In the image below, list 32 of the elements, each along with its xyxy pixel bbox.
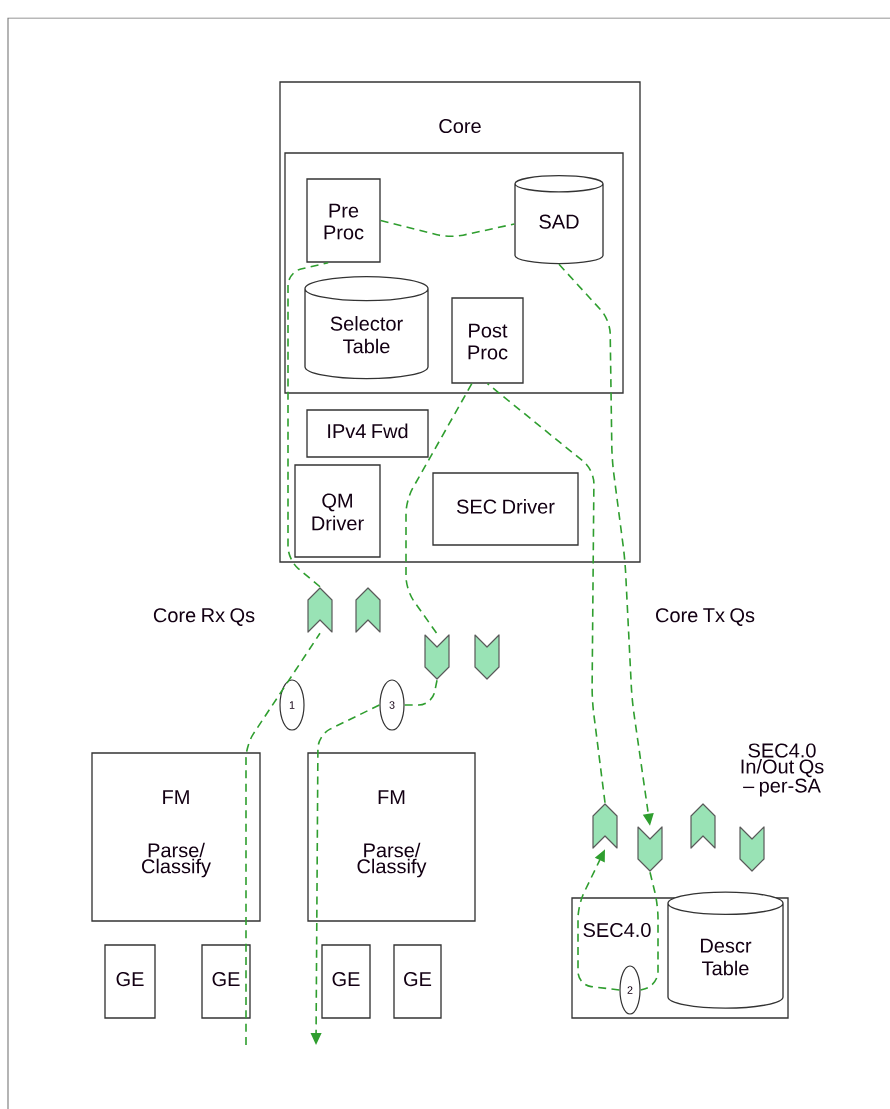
flow-line bbox=[403, 679, 438, 706]
queue-label: SEC4.0 In/Out Qs – per-SA bbox=[741, 743, 824, 797]
flow-line bbox=[405, 382, 473, 635]
process-box: SEC Driver bbox=[432, 472, 579, 546]
process-box: QM Driver bbox=[294, 464, 381, 558]
database-cylinder: SAD bbox=[514, 174, 604, 265]
queue-label: Core Rx Qs bbox=[153, 608, 255, 626]
database-cylinder: Selector Table bbox=[304, 276, 429, 380]
process-box: GE bbox=[104, 944, 156, 1019]
process-box: GE bbox=[321, 944, 371, 1019]
queue-symbol bbox=[592, 803, 618, 849]
process-box: FM Parse/ Classify bbox=[307, 752, 476, 922]
queue-symbol bbox=[739, 826, 765, 872]
queue-symbol bbox=[355, 587, 381, 633]
queue-symbol bbox=[690, 803, 716, 849]
flow-line bbox=[245, 632, 321, 1046]
process-box: IPv4 Fwd bbox=[306, 409, 429, 458]
queue-symbol bbox=[474, 634, 500, 680]
flow-line bbox=[486, 382, 606, 804]
process-box: Pre Proc bbox=[306, 178, 381, 263]
flow-line bbox=[639, 871, 659, 991]
process-box: Post Proc bbox=[451, 297, 524, 384]
process-box: FM Parse/ Classify bbox=[91, 752, 261, 922]
process-box: GE bbox=[393, 944, 442, 1019]
database-cylinder: Descr Table bbox=[667, 891, 784, 1009]
queue-label: Core Tx Qs bbox=[656, 608, 755, 626]
queue-symbol bbox=[307, 587, 333, 633]
queue-symbol bbox=[424, 634, 450, 680]
flow-line bbox=[287, 261, 329, 588]
queue-symbol bbox=[637, 826, 663, 872]
process-box: GE bbox=[201, 944, 251, 1019]
flow-line bbox=[379, 219, 516, 237]
